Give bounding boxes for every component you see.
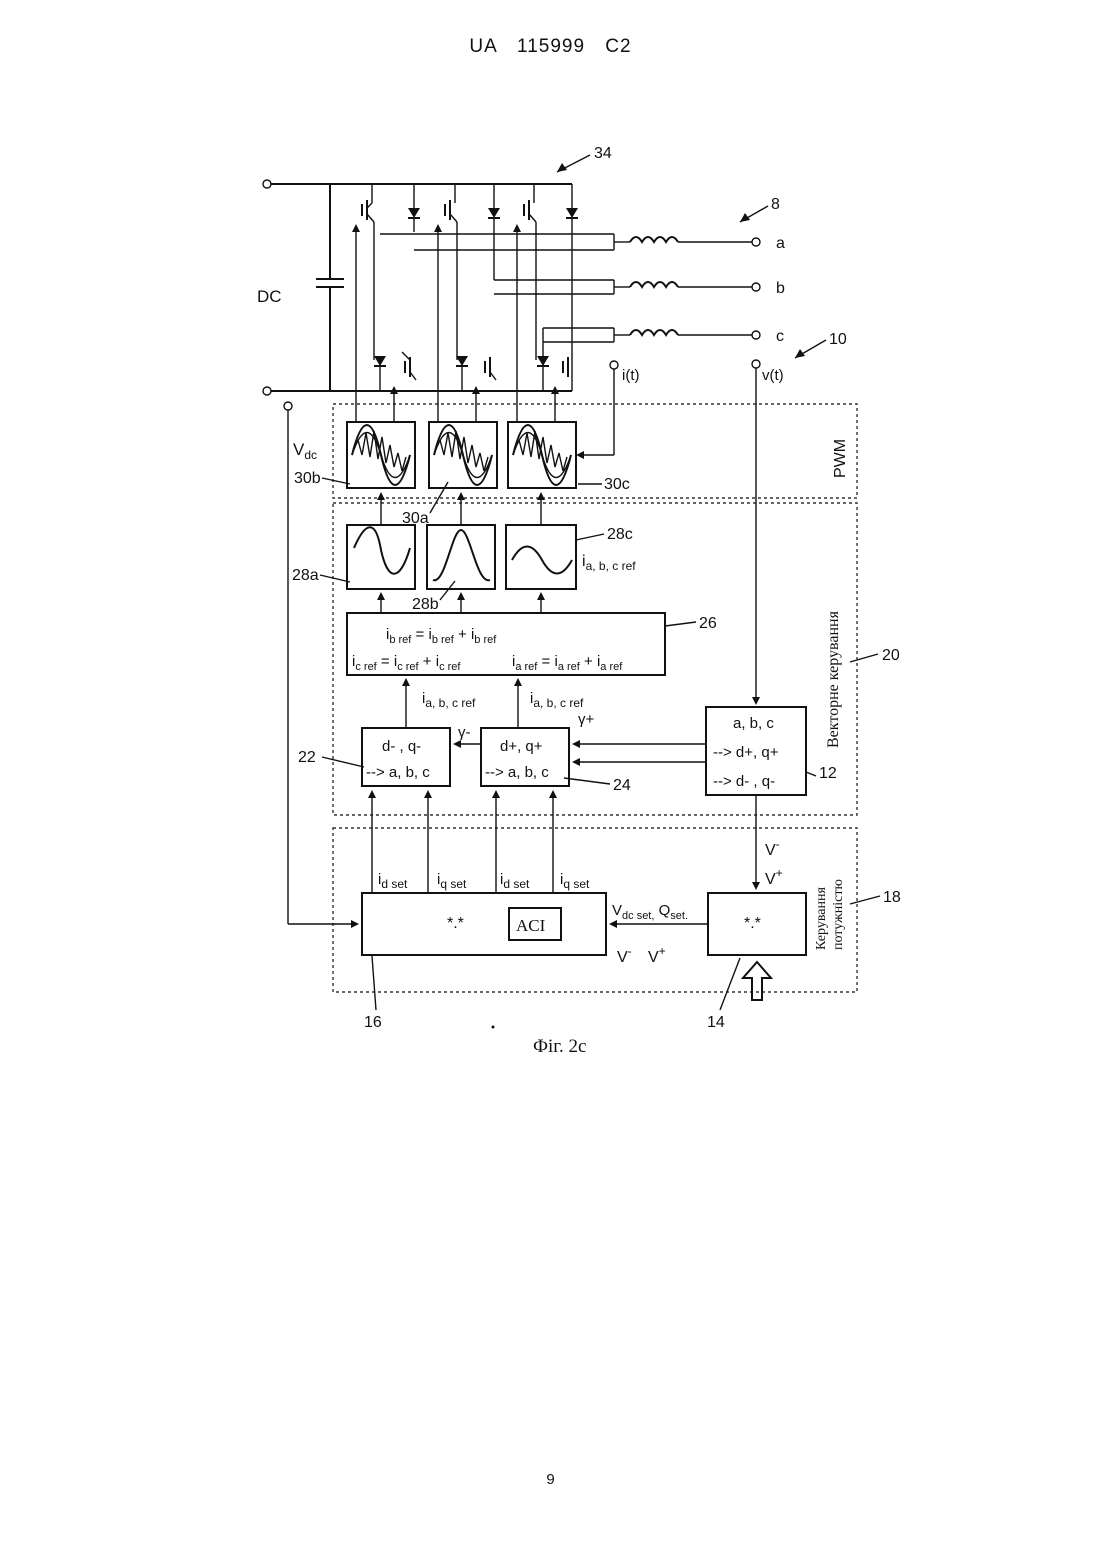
ref-30b: 30b: [294, 470, 321, 487]
v-plus-16: V+: [648, 944, 666, 966]
dc-label: DC: [257, 287, 282, 306]
vdc-q-set-label: Vdc set, Qset.: [612, 902, 688, 922]
block-24-line1: d+, q+: [500, 738, 543, 755]
ref-34: 34: [594, 145, 612, 162]
ref-28a: 28a: [292, 567, 319, 584]
ref-8: 8: [771, 196, 780, 213]
i-t-label: i(t): [622, 367, 640, 384]
id-minus-set: id set: [378, 871, 408, 891]
ref-block-28b: [427, 525, 495, 589]
block-12-line3: --> d- , q-: [713, 773, 775, 790]
inverter-leg-a: [362, 184, 614, 391]
ref-28b: 28b: [412, 596, 439, 613]
iq-plus-set: iq set: [560, 871, 590, 891]
ref-18: 18: [883, 889, 901, 906]
v-t-label: v(t): [762, 367, 784, 384]
power-control-label-2: потужністю: [831, 879, 846, 950]
ref-14: 14: [707, 1014, 725, 1031]
aci-label: ACI: [516, 916, 546, 935]
gamma-minus-label: γ-: [458, 724, 471, 741]
figure-caption: Фіг. 2с: [533, 1036, 586, 1057]
input-arrow-icon: [743, 962, 771, 1000]
ref-12: 12: [819, 765, 837, 782]
ref-22: 22: [298, 749, 316, 766]
block-14-symbol: *.*: [744, 915, 761, 932]
inverter-leg-c: [524, 184, 614, 391]
iref-label: ia, b, c ref: [582, 553, 636, 573]
page-number: 9: [0, 1471, 1101, 1488]
vdc-terminal: [284, 402, 292, 410]
output-phase-a: a: [614, 235, 785, 252]
block-22-line2: --> a, b, c: [366, 764, 430, 781]
ref-28c: 28c: [607, 526, 633, 543]
ref-block-28a: [347, 525, 415, 589]
pwm-block-30b: [347, 422, 415, 488]
ref-30c: 30c: [604, 476, 630, 493]
vector-control-label: Векторне керування: [825, 610, 842, 748]
ref-24: 24: [613, 777, 631, 794]
block-16-symbol: *.*: [447, 915, 464, 932]
i-minus-signal: ia, b, c ref: [422, 690, 476, 710]
ref-10: 10: [829, 331, 847, 348]
power-control-label-1: Керування: [814, 887, 829, 950]
phase-a-label: a: [776, 235, 785, 252]
voltage-sense-terminal: [752, 360, 760, 368]
block-16-controller: [362, 893, 606, 955]
vdc-label: Vdc: [293, 440, 317, 462]
iq-minus-set: iq set: [437, 871, 467, 891]
block-24-line2: --> a, b, c: [485, 764, 549, 781]
v-plus-label: V+: [765, 866, 783, 888]
dc-positive-terminal: [263, 180, 271, 188]
phase-b-label: b: [776, 280, 785, 297]
ref-26: 26: [699, 615, 717, 632]
block-22-line1: d- , q-: [382, 738, 421, 755]
i-plus-signal: ia, b, c ref: [530, 690, 584, 710]
ref-block-28c: [506, 525, 576, 589]
pwm-block-30a: [429, 422, 497, 488]
dc-negative-terminal: [263, 387, 271, 395]
block-12-line1: a, b, c: [733, 715, 774, 732]
v-minus-16: V-: [617, 944, 632, 966]
v-minus-label: V-: [765, 837, 780, 859]
power-stage: DC: [257, 145, 847, 410]
block-12-line2: --> d+, q+: [713, 744, 779, 761]
id-plus-set: id set: [500, 871, 530, 891]
ref-16: 16: [364, 1014, 382, 1031]
current-sense-terminal: [610, 361, 618, 369]
pwm-block-30c: [508, 422, 576, 488]
output-phase-b: b: [614, 280, 785, 297]
pwm-section-label: PWM: [832, 439, 849, 478]
ref-20: 20: [882, 647, 900, 664]
phase-c-label: c: [776, 328, 784, 345]
gamma-plus-label: γ+: [578, 711, 595, 728]
output-phase-c: c: [614, 328, 784, 345]
